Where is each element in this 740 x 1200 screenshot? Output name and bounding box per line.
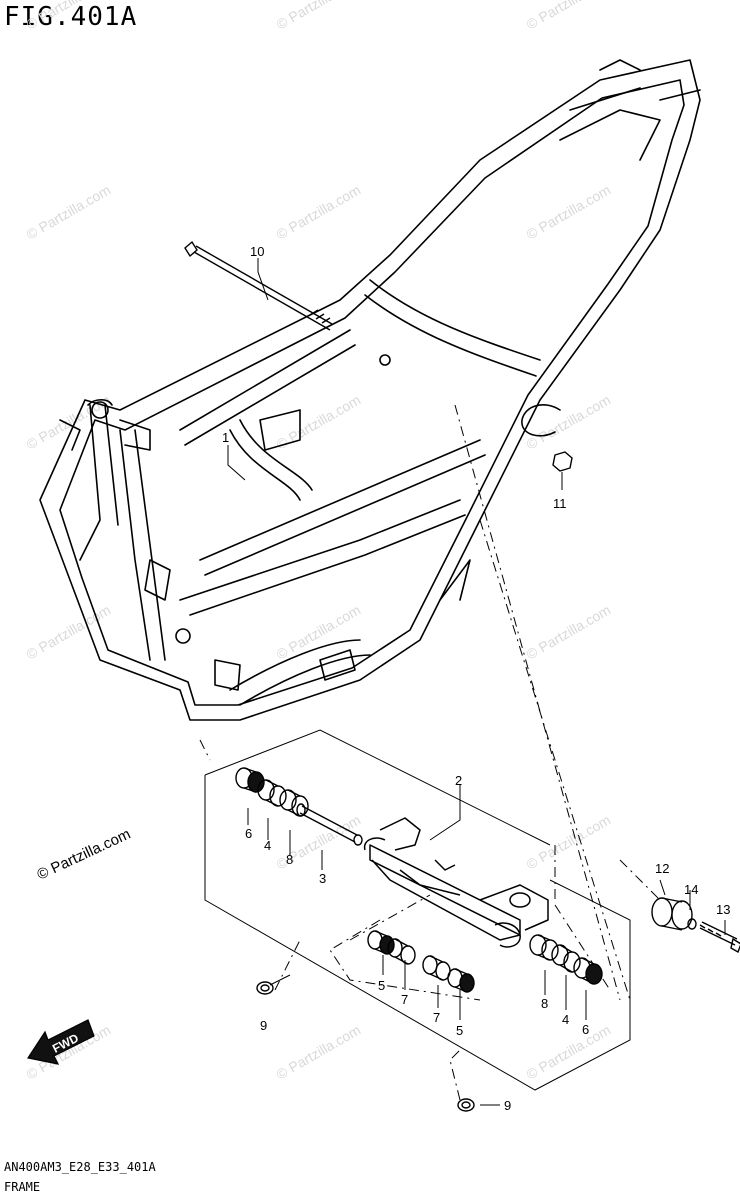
callout-12: 12: [655, 861, 669, 876]
callout-9: 9: [504, 1098, 511, 1113]
watermark: © Partzilla.com: [524, 182, 614, 243]
figure-code: AN400AM3_E28_E33_401A: [4, 1160, 156, 1174]
watermark: © Partzilla.com: [274, 0, 364, 33]
callout-1: 1: [222, 430, 229, 445]
callout-8: 8: [541, 996, 548, 1011]
callout-4: 4: [264, 838, 271, 853]
swing-mount-2: [363, 817, 549, 948]
watermark: © Partzilla.com: [524, 392, 614, 453]
bushings-center: [367, 930, 475, 993]
callout-10: 10: [250, 244, 264, 259]
watermark: © Partzilla.com: [24, 182, 114, 243]
watermark: © Partzilla.com: [274, 602, 364, 663]
callout-9: 9: [260, 1018, 267, 1033]
callout-14: 14: [684, 882, 698, 897]
callout-8: 8: [286, 852, 293, 867]
callout-5: 5: [456, 1023, 463, 1038]
bushings-right: [529, 934, 603, 985]
bushings-left: [235, 767, 309, 817]
callout-4: 4: [562, 1012, 569, 1027]
nut-11: [552, 451, 573, 472]
callout-7: 7: [401, 992, 408, 1007]
figure-name: FRAME: [4, 1180, 41, 1194]
watermark: © Partzilla.com: [24, 602, 114, 663]
washers-9: [256, 981, 475, 1112]
callout-11: 11: [553, 496, 567, 511]
figure-title: FIG.401A: [4, 2, 138, 32]
watermark: © Partzilla.com: [524, 0, 614, 33]
watermark: © Partzilla.com: [274, 182, 364, 243]
callout-6: 6: [245, 826, 252, 841]
watermark: © Partzilla.com: [524, 1022, 614, 1083]
watermark: © Partzilla.com: [524, 812, 614, 873]
watermark: © Partzilla.com: [24, 0, 114, 33]
watermarks: © Partzilla.com © Partzilla.com © Partzi…: [24, 0, 614, 1083]
watermark-main: © Partzilla.com: [35, 826, 134, 884]
leader-lines: [227, 258, 726, 1106]
watermark: © Partzilla.com: [524, 602, 614, 663]
assembly-box: [204, 729, 631, 1091]
callouts: 1 2 3 4 4 5 5 6 6 7 7 8 8 9 9 10 11 12 1…: [222, 244, 730, 1113]
bolt-3: [296, 803, 363, 846]
mount-12-13-14: [651, 897, 740, 954]
callout-6: 6: [582, 1022, 589, 1037]
callout-3: 3: [319, 871, 326, 886]
callout-5: 5: [378, 978, 385, 993]
frame-main: [39, 59, 701, 721]
watermark: © Partzilla.com: [274, 1022, 364, 1083]
dashed-lines: [199, 404, 661, 1101]
callout-7: 7: [433, 1010, 440, 1025]
bolt-10: [184, 240, 333, 331]
callout-13: 13: [716, 902, 730, 917]
callout-2: 2: [455, 773, 462, 788]
